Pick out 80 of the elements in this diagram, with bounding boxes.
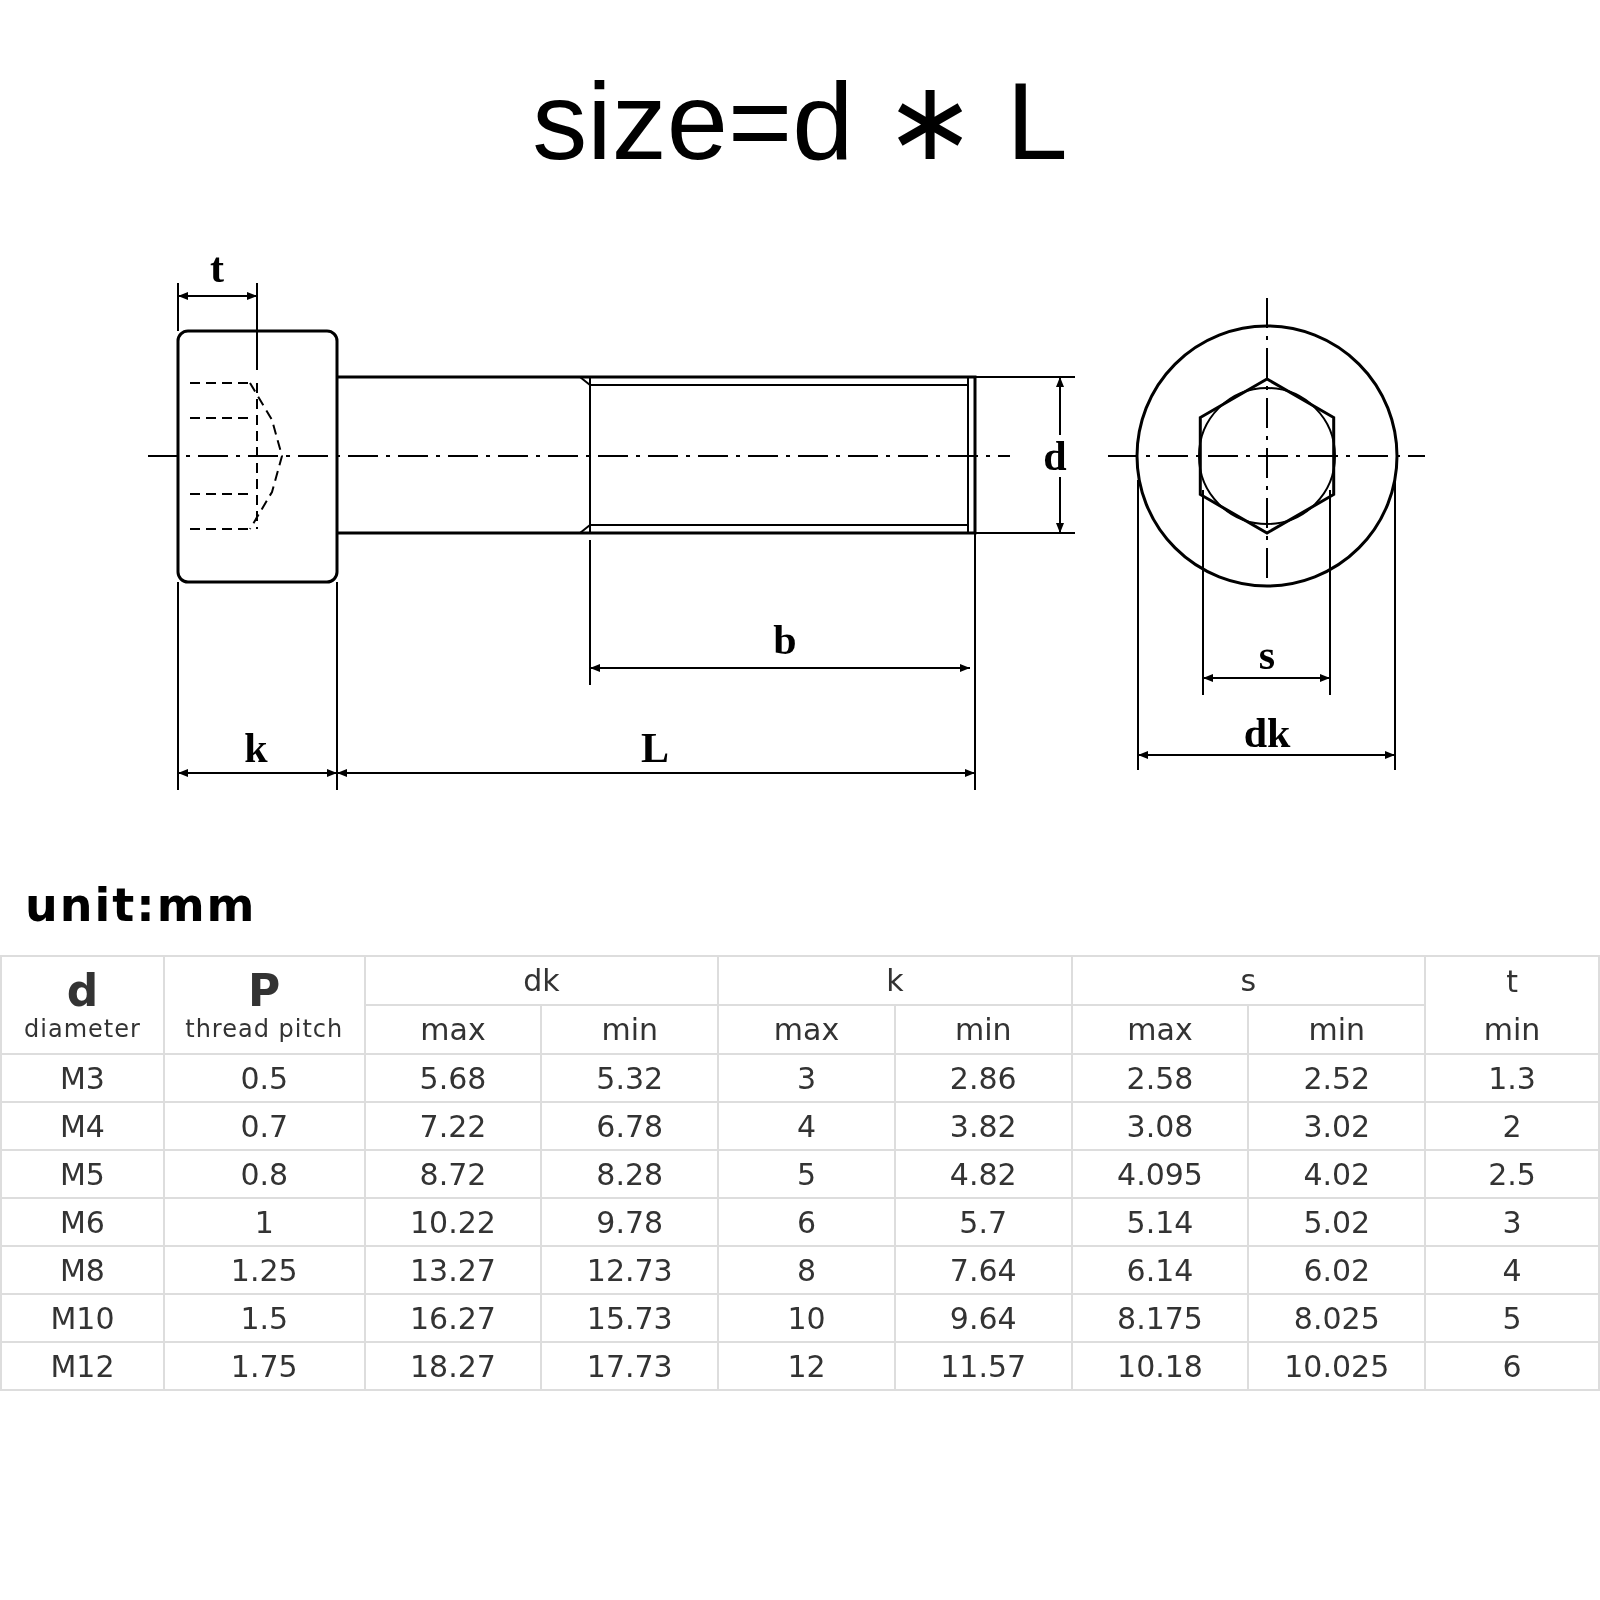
- table-cell: 3.02: [1248, 1102, 1426, 1150]
- table-cell: 1.75: [163, 1342, 365, 1390]
- table-cell: 3: [718, 1054, 895, 1102]
- table-cell: 6.02: [1248, 1246, 1426, 1294]
- table-cell: 12: [718, 1342, 895, 1390]
- table-cell: 5.02: [1248, 1198, 1426, 1246]
- table-cell: 9.78: [541, 1198, 719, 1246]
- table-cell: 3.82: [894, 1102, 1072, 1150]
- table-cell: 5.68: [364, 1054, 542, 1102]
- table-cell: 3: [1425, 1198, 1599, 1246]
- table-cell: 6: [718, 1198, 895, 1246]
- table-cell: M8: [1, 1246, 164, 1294]
- table-cell: 8.28: [541, 1150, 719, 1198]
- table-cell: 4: [1425, 1246, 1599, 1294]
- table-cell: 1.5: [163, 1294, 365, 1342]
- table-cell: 4.82: [894, 1150, 1072, 1198]
- table-cell: M6: [1, 1198, 164, 1246]
- table-cell: 9.64: [894, 1294, 1072, 1342]
- table-cell: 4: [718, 1102, 895, 1150]
- table-cell: 10.18: [1071, 1342, 1249, 1390]
- title: size=d ∗ L: [531, 58, 1069, 184]
- table-cell: 10.025: [1248, 1342, 1426, 1390]
- unit-note: unit:mm: [25, 878, 257, 932]
- header-cell: dk: [364, 956, 719, 1005]
- table-cell: 5.14: [1071, 1198, 1249, 1246]
- table-cell: M4: [1, 1102, 164, 1150]
- table-cell: 6: [1425, 1342, 1599, 1390]
- table-cell: 7.64: [894, 1246, 1072, 1294]
- column-symbol: d: [65, 966, 100, 1016]
- table-cell: 2.58: [1071, 1054, 1249, 1102]
- column-symbol: P: [247, 966, 282, 1016]
- table-cell: 1.3: [1425, 1054, 1599, 1102]
- table-cell: 5.32: [541, 1054, 719, 1102]
- table-cell: 8: [718, 1246, 895, 1294]
- table-cell: 2: [1425, 1102, 1599, 1150]
- header-cell: k: [718, 956, 1072, 1005]
- table-cell: 8.72: [364, 1150, 542, 1198]
- table-cell: 8.175: [1071, 1294, 1249, 1342]
- table-cell: 18.27: [364, 1342, 542, 1390]
- table-cell: 11.57: [894, 1342, 1072, 1390]
- table-cell: 5.7: [894, 1198, 1072, 1246]
- table-cell: 5: [718, 1150, 895, 1198]
- table-cell: 16.27: [364, 1294, 542, 1342]
- header-cell: max: [364, 1005, 542, 1054]
- column-description: diameter: [23, 1015, 142, 1044]
- table-cell: 15.73: [541, 1294, 719, 1342]
- table-cell: 8.025: [1248, 1294, 1426, 1342]
- header-cell: min: [1248, 1005, 1426, 1054]
- header-cell: s: [1071, 956, 1426, 1005]
- table-cell: 4.02: [1248, 1150, 1426, 1198]
- header-cell: max: [1071, 1005, 1249, 1054]
- table-cell: M12: [1, 1342, 164, 1390]
- table-cell: 0.8: [163, 1150, 365, 1198]
- table-cell: 1.25: [163, 1246, 365, 1294]
- table-cell: 7.22: [364, 1102, 542, 1150]
- table-cell: 10.22: [364, 1198, 542, 1246]
- table-cell: 0.5: [163, 1054, 365, 1102]
- table-cell: M3: [1, 1054, 164, 1102]
- header-cell: min: [894, 1005, 1072, 1054]
- table-cell: 1: [163, 1198, 365, 1246]
- table-cell: 2.5: [1425, 1150, 1599, 1198]
- table-cell: 17.73: [541, 1342, 719, 1390]
- table-cell: 3.08: [1071, 1102, 1249, 1150]
- table-cell: M5: [1, 1150, 164, 1198]
- header-cell: min: [1425, 1005, 1599, 1054]
- header-cell: min: [541, 1005, 719, 1054]
- table-cell: 10: [718, 1294, 895, 1342]
- table-cell: 6.78: [541, 1102, 719, 1150]
- table-cell: 12.73: [541, 1246, 719, 1294]
- table-cell: 6.14: [1071, 1246, 1249, 1294]
- table-cell: 13.27: [364, 1246, 542, 1294]
- column-description: thread pitch: [184, 1015, 345, 1044]
- table-cell: 0.7: [163, 1102, 365, 1150]
- table-cell: M10: [1, 1294, 164, 1342]
- table-cell: 2.86: [894, 1054, 1072, 1102]
- header-cell: max: [718, 1005, 895, 1054]
- header-cell: t: [1425, 956, 1599, 1005]
- table-cell: 5: [1425, 1294, 1599, 1342]
- table-cell: 4.095: [1071, 1150, 1249, 1198]
- table-cell: 2.52: [1248, 1054, 1426, 1102]
